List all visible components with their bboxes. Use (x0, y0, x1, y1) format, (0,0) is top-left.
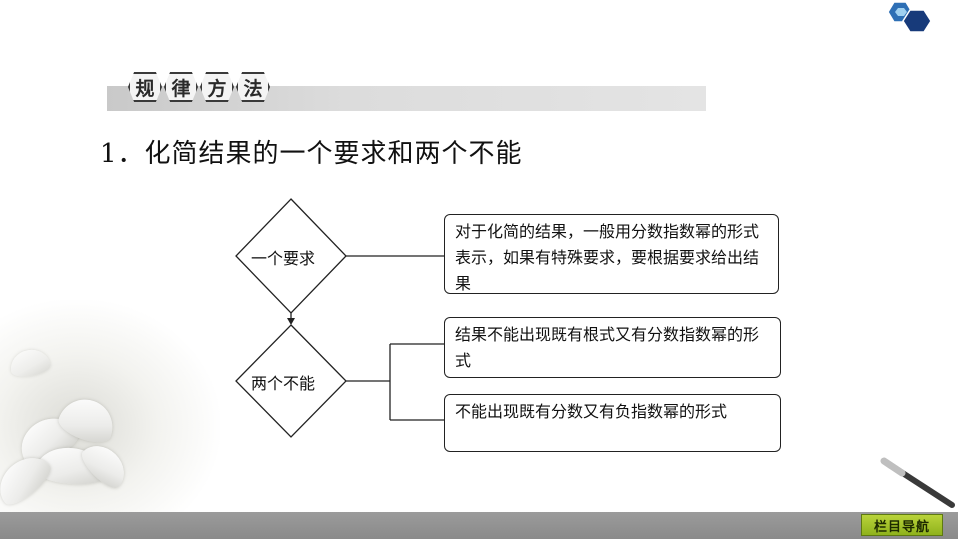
section-navigation-button[interactable]: 栏目导航 (861, 514, 943, 536)
diamond-two (235, 324, 347, 438)
section-title-char: 法 (236, 72, 270, 102)
bottom-bar (0, 512, 958, 539)
node-one-label: 一个要求 (251, 249, 316, 268)
box-three: 不能出现既有分数又有负指数幂的形式 (444, 394, 781, 452)
arrow-head (287, 318, 295, 325)
box-two: 结果不能出现既有根式又有分数指数幂的形式 (444, 317, 781, 378)
hexagon-logo-icon (887, 1, 932, 33)
section-title: 规 律 方 法 (128, 72, 270, 104)
box-one: 对于化简的结果，一般用分数指数幂的形式表示，如果有特殊要求，要根据要求给出结果 (444, 214, 779, 294)
page-heading: 1．化简结果的一个要求和两个不能 (100, 139, 523, 169)
node-two-label: 两个不能 (251, 374, 316, 393)
section-title-char: 方 (200, 72, 234, 102)
brush-icon (880, 457, 955, 508)
section-title-char: 律 (164, 72, 198, 102)
section-title-char: 规 (128, 72, 162, 102)
